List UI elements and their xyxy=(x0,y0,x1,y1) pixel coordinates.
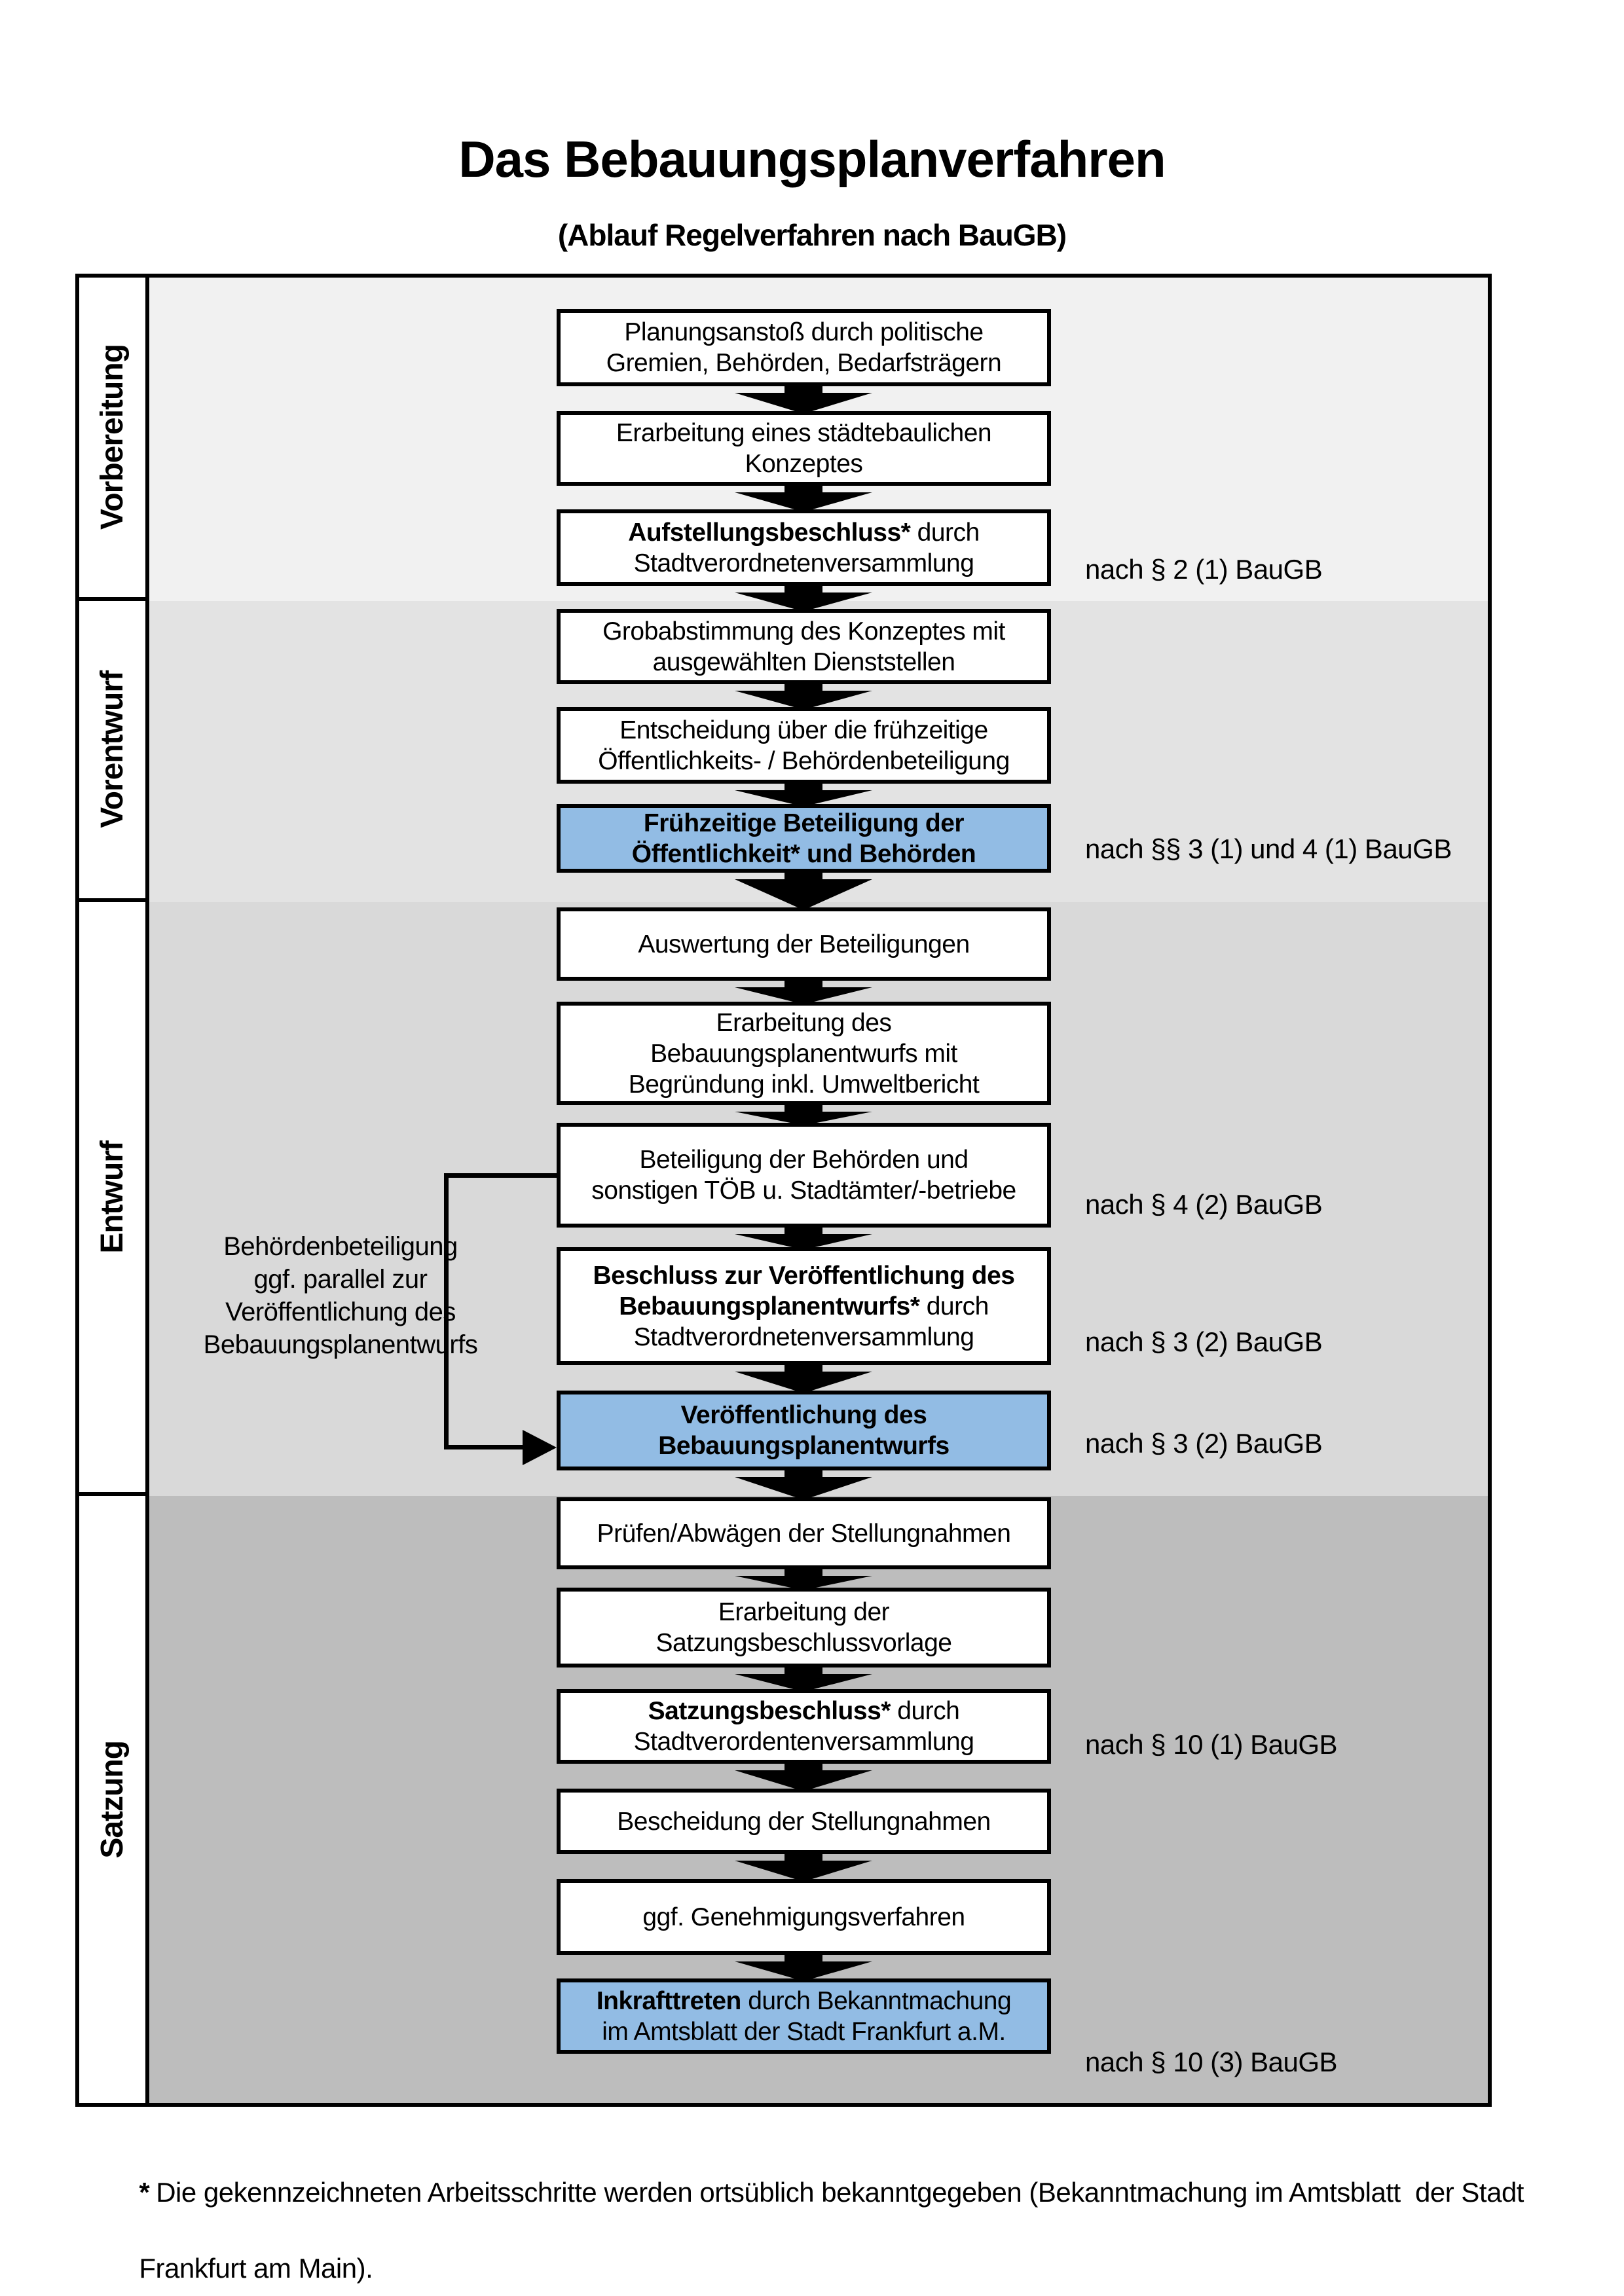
flow-step-text-line: Veröffentlichung des xyxy=(680,1401,927,1429)
legal-note-beschluss-veroeffentlichung: nach § 3 (2) BauGB xyxy=(1085,1326,1323,1357)
down-arrow-head-icon xyxy=(735,592,872,611)
elbow-connector-vertical-segment xyxy=(444,1173,449,1449)
flow-step-text-line: Stadtverordnetenversammlung xyxy=(633,549,974,577)
flow-step-text-line: Gremien, Behörden, Bedarfsträgern xyxy=(606,349,1002,377)
phase-cell-vorbereitung: Vorbereitung xyxy=(79,278,145,601)
flow-step-text-line: Auswertung der Beteiligungen xyxy=(638,930,970,958)
flow-step-text-line: Planungsanstoß durch politische xyxy=(624,318,984,346)
phase-label-column: Vorbereitung Vorentwurf Entwurf Satzung xyxy=(79,278,149,2103)
footnote-text-line2: Frankfurt am Main). xyxy=(139,2253,373,2284)
flow-step-text-line: Erarbeitung der xyxy=(718,1598,890,1626)
flowchart-frame: Vorbereitung Vorentwurf Entwurf Satzung … xyxy=(75,274,1492,2107)
side-note-line: Veröffentlichung des xyxy=(225,1298,456,1326)
phase-label-vorbereitung: Vorbereitung xyxy=(95,344,130,530)
footnote-text-line1: Die gekennzeichneten Arbeitsschritte wer… xyxy=(156,2177,1524,2208)
flow-step-text-line: ausgewählten Dienststellen xyxy=(652,647,955,676)
flow-step-text-line: Aufstellungsbeschluss* durch xyxy=(628,518,980,547)
down-arrow-head-icon xyxy=(735,790,872,807)
phase-label-entwurf: Entwurf xyxy=(95,1140,130,1254)
page-title: Das Bebauungsplanverfahren xyxy=(458,130,1166,188)
legal-note-satzungsbeschluss: nach § 10 (1) BauGB xyxy=(1085,1729,1338,1760)
flow-step-text-line: Begründung inkl. Umweltbericht xyxy=(628,1070,980,1099)
down-arrow-head-icon xyxy=(735,1961,872,1981)
legal-note-aufstellungsbeschluss: nach § 2 (1) BauGB xyxy=(1085,554,1323,585)
flow-step-text-line: Erarbeitung eines städtebaulichen xyxy=(616,419,992,447)
flow-step-bescheidung-stellungnahmen: Bescheidung der Stellungnahmen xyxy=(557,1789,1051,1854)
down-arrow-head-icon xyxy=(735,393,872,414)
flow-step-text-line: Frühzeitige Beteiligung der xyxy=(643,809,965,837)
side-note-line: Bebauungsplanentwurfs xyxy=(203,1330,478,1359)
phase-label-vorentwurf: Vorentwurf xyxy=(95,671,130,828)
down-arrow-head-icon xyxy=(735,1112,872,1125)
flow-step-text-line: Bescheidung der Stellungnahmen xyxy=(617,1807,991,1836)
footnote-asterisk: * xyxy=(139,2177,150,2208)
flow-step-text-line: Öffentlichkeit* und Behörden xyxy=(631,839,976,868)
flow-step-text-line: Beschluss zur Veröffentlichung des xyxy=(593,1261,1015,1290)
flow-step-text-line: Bebauungsplanentwurfs mit xyxy=(650,1039,957,1068)
elbow-connector-arrowhead-icon xyxy=(523,1430,557,1465)
flow-step-text-line: Inkrafttreten durch Bekanntmachung xyxy=(596,1986,1012,2015)
phase-label-satzung: Satzung xyxy=(95,1740,130,1859)
legal-note-beteiligung-behoerden-toeb: nach § 4 (2) BauGB xyxy=(1085,1189,1323,1220)
down-arrow-head-icon xyxy=(735,987,872,1004)
down-arrow-head-icon xyxy=(735,1770,872,1791)
flow-step-genehmigungsverfahren: ggf. Genehmigungsverfahren xyxy=(557,1879,1051,1955)
flow-step-pruefen-abwaegen: Prüfen/Abwägen der Stellungnahmen xyxy=(557,1497,1051,1569)
down-arrow-head-icon xyxy=(735,1372,872,1393)
elbow-connector-top-segment xyxy=(444,1173,557,1178)
flow-step-text-line: Beteiligung der Behörden und xyxy=(639,1146,969,1174)
flow-step-text-line: im Amtsblatt der Stadt Frankfurt a.M. xyxy=(602,2017,1006,2046)
flow-step-auswertung-beteiligungen: Auswertung der Beteiligungen xyxy=(557,907,1051,981)
phase-cell-entwurf: Entwurf xyxy=(79,902,145,1496)
down-arrow-head-icon xyxy=(735,1861,872,1882)
side-note-behoerdenbeteiligung: Behördenbeteiligung ggf. parallel zur Ve… xyxy=(157,1230,524,1361)
flow-step-text-line: sonstigen TÖB u. Stadtämter/-betriebe xyxy=(591,1176,1016,1205)
flow-step-text-line: Stadtverordnetenversammlung xyxy=(633,1322,974,1351)
flow-step-text-line: Bebauungsplanentwurfs* durch xyxy=(619,1292,989,1321)
legal-note-fruehzeitige-beteiligung: nach §§ 3 (1) und 4 (1) BauGB xyxy=(1085,833,1452,864)
phase-cell-vorentwurf: Vorentwurf xyxy=(79,601,145,902)
footnote: *Die gekennzeichneten Arbeitsschritte we… xyxy=(124,2136,1539,2287)
flow-step-text-line: Stadtverordentenversammlung xyxy=(633,1728,974,1756)
down-arrow-head-icon xyxy=(735,1576,872,1590)
flow-step-text-line: Bebauungsplanentwurfs xyxy=(658,1432,950,1460)
down-arrow-head-icon xyxy=(735,492,872,512)
down-arrow-head-icon xyxy=(735,879,872,910)
side-note-line: ggf. parallel zur xyxy=(253,1265,428,1294)
down-arrow-head-icon xyxy=(735,691,872,710)
phase-cell-satzung: Satzung xyxy=(79,1496,145,2103)
side-note-line: Behördenbeteiligung xyxy=(223,1232,458,1261)
flow-step-text-line: Öffentlichkeits- / Behördenbeteiligung xyxy=(598,746,1010,775)
legal-note-inkrafttreten: nach § 10 (3) BauGB xyxy=(1085,2047,1338,2077)
elbow-connector-bottom-segment xyxy=(444,1445,529,1449)
flow-step-text-line: Konzeptes xyxy=(745,450,863,478)
down-arrow-head-icon xyxy=(735,1477,872,1500)
flow-step-text-line: Erarbeitung des xyxy=(716,1008,892,1037)
down-arrow-head-icon xyxy=(735,1674,872,1692)
legal-note-veroeffentlichung-entwurf: nach § 3 (2) BauGB xyxy=(1085,1428,1323,1459)
flow-step-text-line: Prüfen/Abwägen der Stellungnahmen xyxy=(597,1519,1011,1548)
page-subtitle: (Ablauf Regelverfahren nach BauGB) xyxy=(557,218,1067,252)
flow-step-text-line: Satzungsbeschluss* durch xyxy=(648,1697,960,1725)
flow-step-text-line: Entscheidung über die frühzeitige xyxy=(619,716,988,744)
flow-step-text-line: Satzungsbeschlussvorlage xyxy=(655,1629,952,1657)
flow-step-text-line: Grobabstimmung des Konzeptes mit xyxy=(602,617,1005,646)
flow-step-text-line: ggf. Genehmigungsverfahren xyxy=(642,1903,965,1931)
